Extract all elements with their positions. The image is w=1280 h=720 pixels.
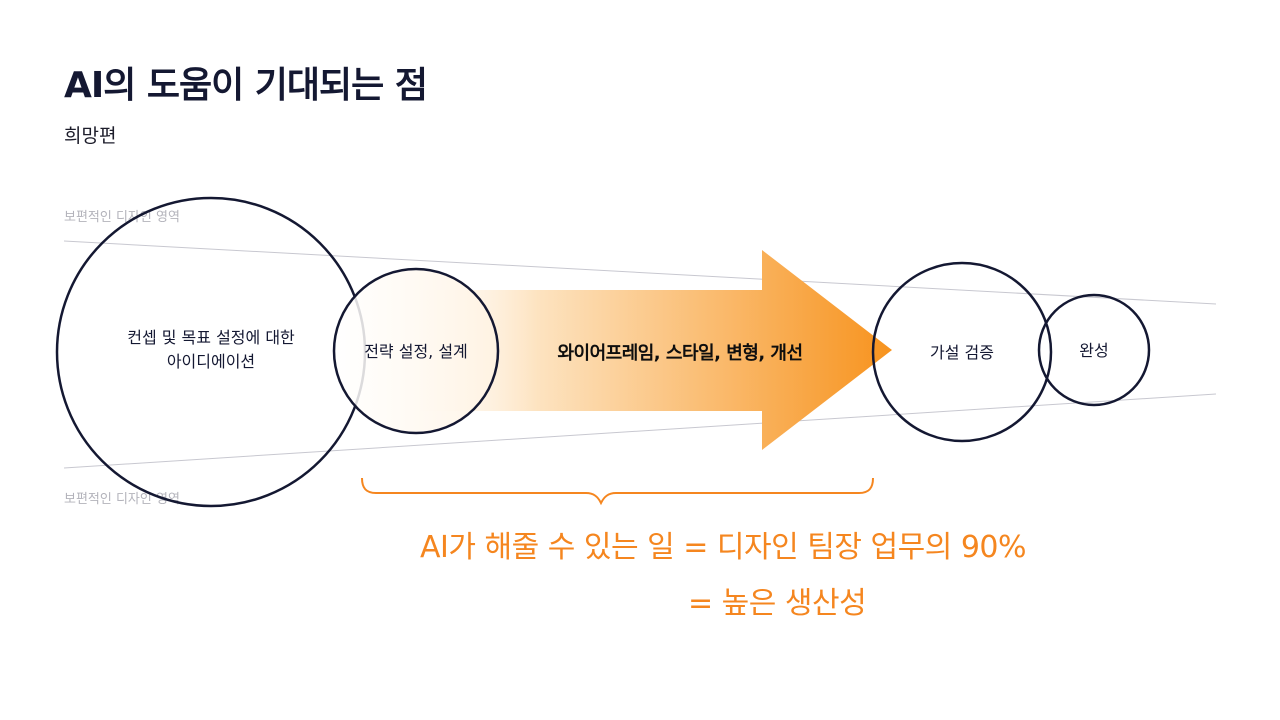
hypothesis-circle <box>871 261 1053 443</box>
summary-line2: = 높은 생산성 <box>688 586 867 621</box>
complete-node-label: 완성 <box>1079 341 1109 360</box>
region-label-bottom: 보편적인 디자인 영역 <box>64 492 180 507</box>
region-label-top: 보편적인 디자인 영역 <box>64 210 180 225</box>
consulting-line2: 아이디에이션 <box>166 352 256 371</box>
guide-line-bottom <box>63 393 1217 469</box>
complete-circle <box>1037 293 1151 407</box>
page-title: AI의 도움이 기대되는 점 <box>64 65 428 106</box>
process-arrow <box>420 250 892 450</box>
strategy-circle <box>332 267 500 435</box>
hypothesis-node-label: 가설 검증 <box>930 343 994 362</box>
consulting-node-label: 컨셉 및 목표 설정에 대한 아이디에이션 <box>96 326 326 374</box>
arrow-label: 와이어프레임, 스타일, 변형, 개선 <box>557 343 803 364</box>
summary-line1: AI가 해줄 수 있는 일 = 디자인 팀장 업무의 90% <box>420 530 1027 565</box>
page-subtitle: 희망편 <box>64 125 117 147</box>
consulting-line1: 컨셉 및 목표 설정에 대한 <box>127 328 295 347</box>
guide-line-top <box>63 240 1217 305</box>
scope-bracket <box>361 477 874 506</box>
strategy-node-label: 전략 설정, 설계 <box>364 342 468 361</box>
